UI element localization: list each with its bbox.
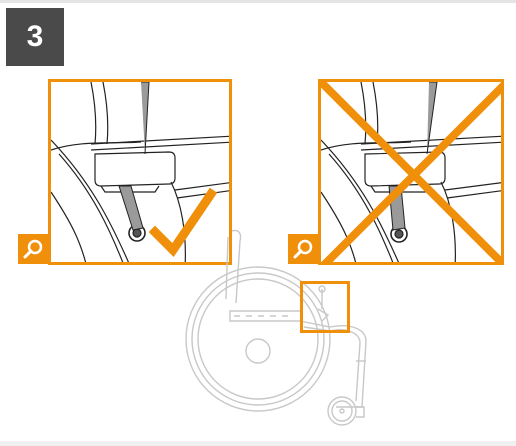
detail-panel-correct bbox=[48, 79, 232, 265]
detail-highlight-box bbox=[300, 281, 350, 333]
wheelchair-icon bbox=[185, 229, 367, 426]
magnifier-icon bbox=[18, 234, 48, 264]
cross-icon bbox=[321, 82, 501, 262]
wheelchair-overview bbox=[170, 211, 380, 446]
magnifier-icon bbox=[288, 234, 318, 264]
detail-panel-incorrect bbox=[318, 79, 504, 265]
incorrect-assembly-illustration bbox=[321, 82, 501, 262]
correct-assembly-illustration bbox=[51, 82, 229, 262]
step-number: 3 bbox=[26, 20, 44, 53]
checkmark-icon bbox=[148, 187, 218, 258]
step-number-badge: 3 bbox=[6, 8, 64, 66]
